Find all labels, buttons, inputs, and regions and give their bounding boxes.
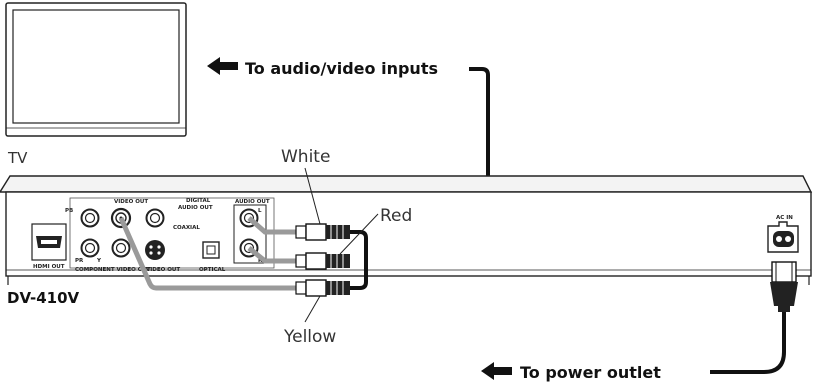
- cable-bundle: [350, 230, 368, 290]
- coaxial-label: COAXIAL: [173, 225, 200, 231]
- plug-red: [295, 252, 350, 270]
- tv-label: TV: [7, 149, 28, 167]
- component-video-out-label: COMPONENT VIDEO OUT: [75, 267, 151, 273]
- component-pb-jack: [80, 208, 100, 228]
- model-label: DV-410V: [7, 289, 80, 307]
- white-leader: [304, 167, 321, 225]
- s-video-out-label: VIDEO OUT: [146, 267, 180, 273]
- s-video-jack: [145, 240, 165, 260]
- red-cable-wire: [247, 246, 296, 264]
- hdmi-out-jack: [31, 223, 67, 261]
- yellow-label: Yellow: [283, 327, 336, 347]
- red-leader: [339, 213, 379, 255]
- power-plug: [770, 261, 798, 312]
- coaxial-jack: [145, 208, 165, 228]
- plug-yellow: [295, 279, 350, 297]
- ac-in-label: AC IN: [776, 215, 793, 221]
- tv-illustration: [5, 2, 187, 137]
- digital-label: DIGITAL: [186, 198, 211, 204]
- audio-out-label: AUDIO OUT: [235, 199, 270, 205]
- ac-in-socket: [767, 221, 799, 253]
- component-y-jack: [111, 238, 131, 258]
- red-label: Red: [380, 206, 412, 226]
- power-cord: [710, 312, 786, 374]
- optical-label: OPTICAL: [199, 267, 226, 273]
- pb-label: PB: [65, 208, 73, 214]
- power-outlet-label: To power outlet: [520, 363, 661, 382]
- digital-audio-out-label: AUDIO OUT: [178, 205, 213, 211]
- white-label: White: [281, 147, 330, 167]
- r-label: R: [258, 258, 263, 264]
- optical-jack: [202, 241, 220, 259]
- video-out-label: VIDEO OUT: [114, 199, 148, 205]
- av-inputs-label: To audio/video inputs: [245, 59, 438, 78]
- av-inputs-arrow: [207, 57, 238, 75]
- component-pr-jack: [80, 238, 100, 258]
- pr-label: PR: [75, 258, 84, 264]
- plug-white: [295, 223, 350, 241]
- power-outlet-arrow: [481, 362, 512, 380]
- yellow-cable-wire: [118, 216, 296, 291]
- l-label: L: [258, 208, 262, 214]
- hdmi-out-label: HDMI OUT: [33, 264, 65, 270]
- white-cable-wire: [247, 216, 296, 235]
- y-label: Y: [96, 258, 102, 264]
- yellow-leader: [304, 295, 321, 323]
